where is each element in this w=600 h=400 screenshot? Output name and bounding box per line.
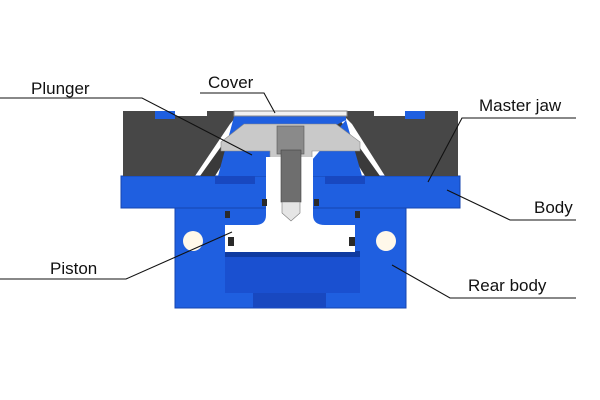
plunger-leader [0, 97, 253, 156]
cover-part [233, 110, 348, 117]
label-cover: Cover [208, 73, 254, 92]
master-jaw-leader [427, 117, 576, 183]
leader-lines [0, 92, 576, 299]
label-master-jaw: Master jaw [479, 96, 562, 115]
label-body: Body [534, 198, 573, 217]
rear-body-leader [391, 264, 576, 299]
cover-leader [200, 92, 276, 114]
label-plunger: Plunger [31, 79, 90, 98]
seal-rings [225, 199, 360, 246]
piston-leader [0, 231, 233, 280]
screw-part [276, 125, 305, 222]
body-leader [446, 189, 576, 221]
label-rear-body: Rear body [468, 276, 547, 295]
label-piston: Piston [50, 259, 97, 278]
